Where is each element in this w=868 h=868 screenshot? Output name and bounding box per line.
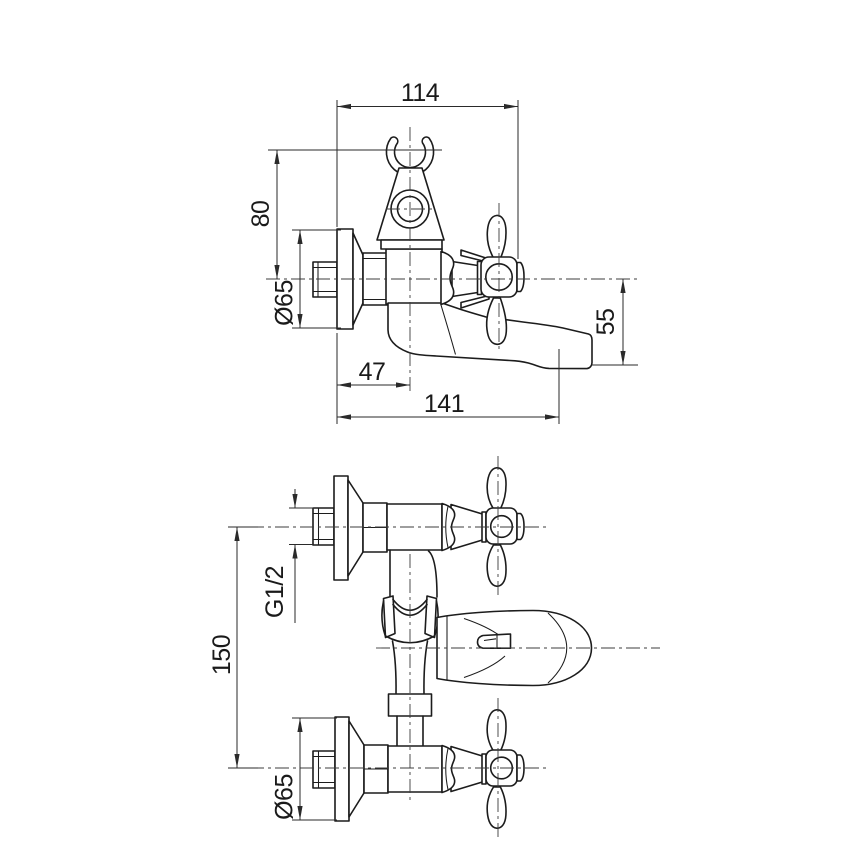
plan-view: 150 G1/2 Ø65: [208, 456, 660, 840]
downpipe-right: [427, 550, 438, 598]
spout-tip-inner-arc: [547, 612, 568, 684]
column-tube: [396, 715, 424, 747]
holder-band: [380, 239, 443, 250]
cross-spoke-down: [485, 297, 508, 346]
dim-g12-label: G1/2: [261, 566, 289, 618]
cross-spoke-up: [486, 214, 507, 259]
diverter-knob-lines: [483, 634, 498, 649]
saddle-tab-right: [424, 595, 438, 639]
diverter-knob: [476, 633, 512, 649]
dim-141-label: 141: [424, 390, 464, 418]
dim-55-label: 55: [592, 309, 620, 336]
cross-spoke-top-up: [486, 467, 507, 510]
valve-tube-bottom: [387, 745, 443, 793]
plan-centerlines: [250, 456, 660, 840]
saddle-tab-left: [382, 595, 396, 639]
valve-bell: [440, 250, 455, 306]
valve-wing-bottom: [460, 294, 490, 309]
thread-lines-top: [313, 508, 334, 545]
plan-dimensions: 150 G1/2 Ø65: [208, 489, 337, 821]
dim-80-label: 80: [247, 201, 275, 228]
ext-g12: [289, 507, 314, 545]
cross-spoke-top-down: [486, 544, 507, 587]
bonnet-taper-bottom: [450, 745, 485, 793]
bell-inner-arc-bottom: [445, 748, 449, 790]
side-view: 114 80 Ø65 47 141 55: [247, 79, 638, 424]
column-right: [423, 640, 429, 695]
cross-spoke-bottom-down: [486, 786, 507, 829]
side-dimensions: 114 80 Ø65 47 141 55: [247, 79, 638, 424]
dim-150-label: 150: [208, 635, 236, 675]
shower-holder: [376, 136, 445, 250]
bonnet-bell-bottom: [441, 744, 456, 794]
ext-114: [336, 100, 519, 259]
plan-lower-valve: [312, 709, 525, 829]
mixer-body: [385, 248, 443, 305]
plan-upper-valve: [312, 467, 525, 598]
saddle-bulge-left: [381, 600, 387, 638]
handle-cap-top: [516, 512, 525, 541]
inlet-thread-lines: [313, 262, 337, 297]
cross-spoke-bottom-up: [486, 709, 507, 752]
side-centerlines: [266, 127, 638, 393]
dim-47-label: 47: [359, 358, 386, 386]
dim-65-plan-label: Ø65: [271, 774, 299, 820]
ext-150: [228, 526, 258, 769]
side-wall-inlet: [312, 261, 338, 298]
hub-circle-top: [489, 514, 514, 539]
flange-plate-bottom: [334, 716, 350, 822]
flange-cone-top: [347, 479, 364, 577]
dim-114-label: 114: [401, 79, 440, 107]
flange-plate-top: [333, 475, 349, 581]
dim-65-side-label: Ø65: [271, 280, 299, 326]
spout-elbow-curve: [440, 304, 457, 355]
thread-lines-bottom: [313, 751, 335, 788]
column-left: [391, 640, 397, 695]
handle-cap: [516, 261, 525, 293]
flange-cone-bottom: [348, 720, 365, 818]
